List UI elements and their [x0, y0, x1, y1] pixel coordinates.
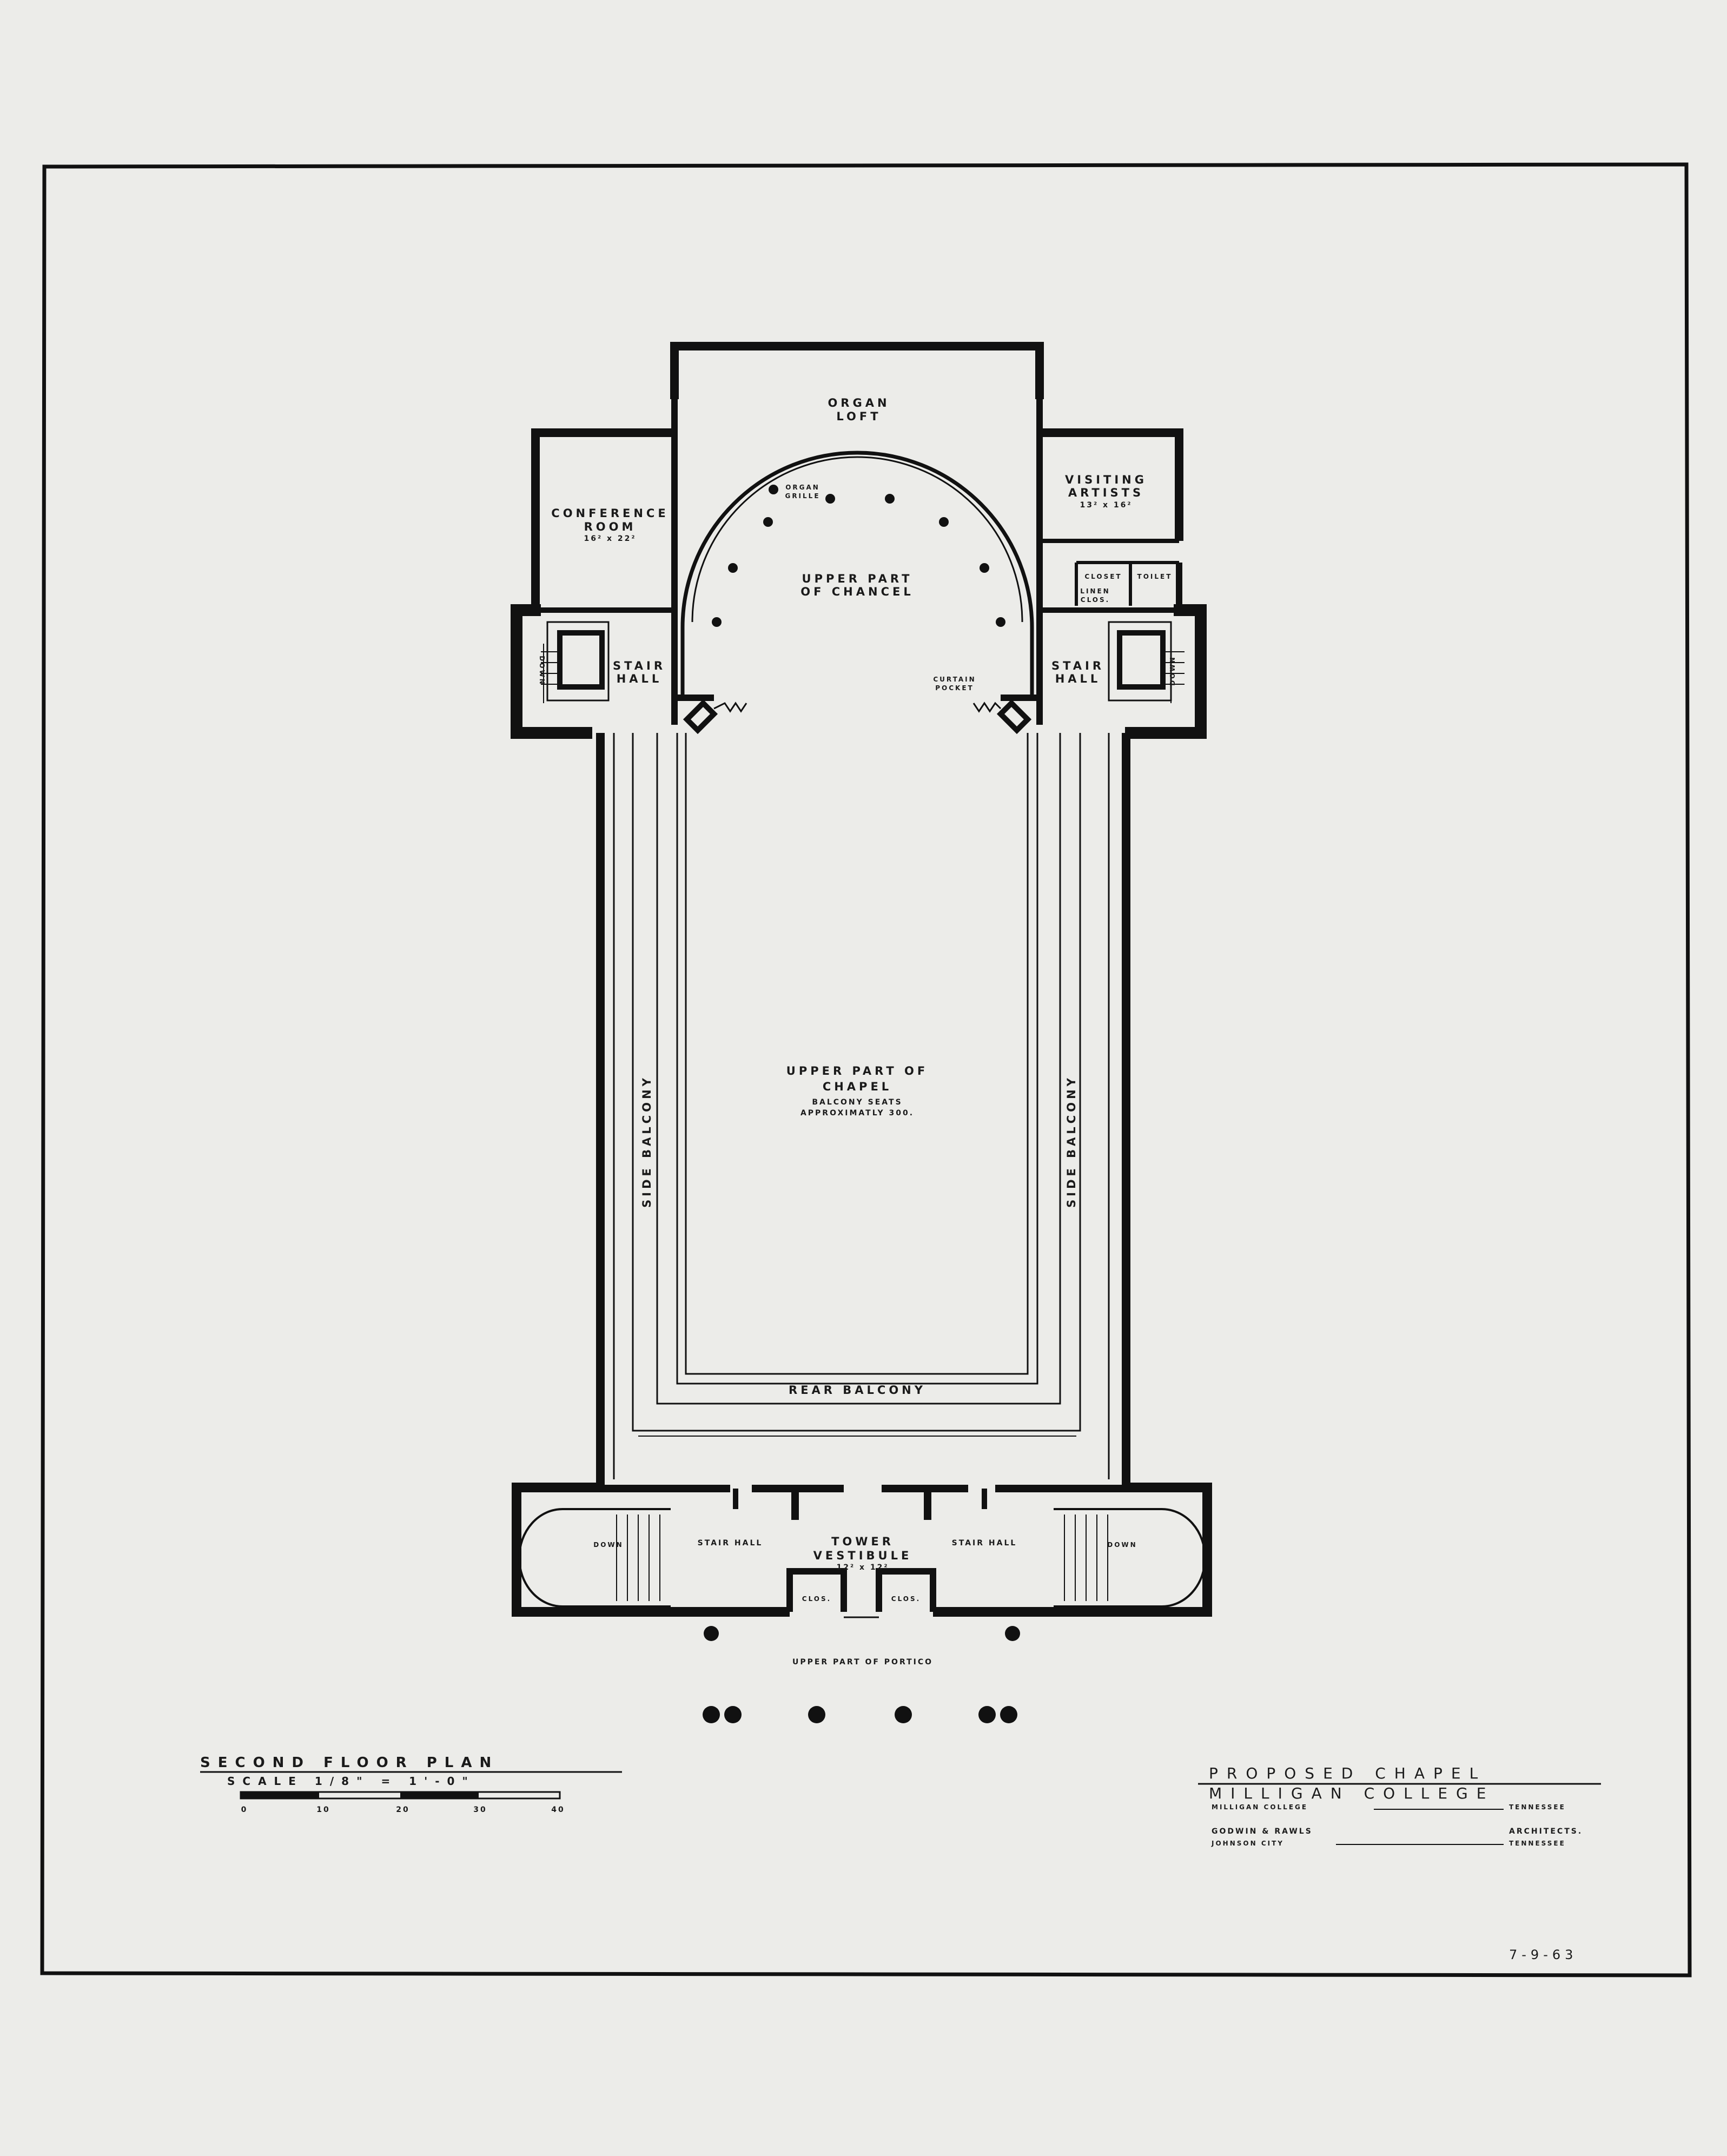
stair-hall-left-1: STAIR [613, 659, 666, 672]
organ-loft-label-1: ORGAN [828, 396, 890, 409]
scale-tick-40: 40 [551, 1806, 565, 1814]
client-location-right: TENNESSEE [1509, 1803, 1566, 1811]
down-right-upper: DOWN [1169, 656, 1176, 685]
project-title-block: PROPOSED CHAPEL MILLIGAN COLLEGE MILLIGA… [1198, 1764, 1601, 1847]
organ-grille-label-2: GRILLE [785, 492, 820, 500]
architects-location-left: JOHNSON CITY [1211, 1840, 1284, 1847]
organ-grille-label-1: ORGAN [785, 484, 820, 491]
stair-hall-left-2: HALL [617, 672, 663, 685]
visiting-label-2: ARTISTS [1068, 486, 1144, 499]
closet-label: CLOSET [1084, 573, 1122, 580]
stair-hall-right-2: HALL [1055, 672, 1101, 685]
scale-tick-30: 30 [473, 1806, 487, 1814]
chancel-label-2: OF CHANCEL [800, 585, 914, 598]
interior-walls [535, 346, 1179, 1520]
curtain-pocket-label-2: POCKET [935, 684, 974, 692]
tower-label-2: VESTIBULE [813, 1549, 912, 1562]
chapel-label-1: UPPER PART OF [786, 1064, 928, 1077]
down-left-upper: DOWN [538, 656, 546, 685]
client-location-left: MILLIGAN COLLEGE [1212, 1803, 1308, 1811]
balcony-seats-1: BALCONY SEATS [812, 1098, 902, 1107]
conference-label-1: CONFERENCE [551, 507, 669, 520]
stair-hall-front-right: STAIR HALL [952, 1539, 1017, 1547]
plan-title: SECOND FLOOR PLAN [200, 1755, 499, 1771]
stair-hall-right-1: STAIR [1051, 659, 1104, 672]
client-name: MILLIGAN COLLEGE [1209, 1784, 1494, 1802]
drawing-date: 7-9-63 [1509, 1947, 1577, 1962]
stair-treads [518, 644, 1206, 1608]
toilet-label: TOILET [1137, 573, 1173, 580]
down-front-left: DOWN [593, 1541, 623, 1549]
plan-title-block: SECOND FLOOR PLAN SCALE 1/8" = 1'-0" 0 1… [200, 1755, 622, 1814]
scale-bar [240, 1791, 561, 1800]
linen-label-1: LINEN [1080, 587, 1110, 595]
conference-dims: 16² x 22² [584, 534, 636, 543]
chancel-label-1: UPPER PART [802, 572, 913, 585]
architects-right: ARCHITECTS. [1509, 1827, 1583, 1836]
organ-loft-label-2: LOFT [836, 410, 881, 423]
balcony-seats-2: APPROXIMATLY 300. [800, 1109, 914, 1117]
conference-label-2: ROOM [584, 520, 637, 533]
visiting-dims: 13² x 16² [1080, 501, 1132, 510]
room-labels: ORGAN LOFT CONFERENCE ROOM 16² x 22² VIS… [538, 396, 1176, 1666]
portico-label: UPPER PART OF PORTICO [792, 1658, 933, 1666]
clos-right: CLOS. [891, 1595, 921, 1603]
sheet-border [40, 162, 1692, 1978]
tower-label-1: TOWER [831, 1535, 894, 1548]
down-front-right: DOWN [1107, 1541, 1137, 1549]
tower-dims: 12² x 12² [836, 1563, 889, 1572]
project-name: PROPOSED CHAPEL [1209, 1764, 1486, 1782]
chapel-label-2: CHAPEL [823, 1080, 892, 1093]
architects-location-right: TENNESSEE [1509, 1840, 1566, 1847]
rear-balcony-label: REAR BALCONY [789, 1384, 926, 1397]
curtain-pocket-label-1: CURTAIN [933, 676, 976, 683]
stair-hall-front-left: STAIR HALL [698, 1539, 763, 1547]
clos-left: CLOS. [802, 1595, 831, 1603]
visiting-label-1: VISITING [1065, 473, 1147, 486]
chancel-and-nave [613, 451, 1110, 1479]
scale-text: SCALE 1/8" = 1'-0" [227, 1775, 475, 1788]
linen-label-2: CLOS. [1081, 596, 1110, 604]
scale-tick-0: 0 [241, 1806, 248, 1814]
side-balcony-left: SIDE BALCONY [640, 1075, 653, 1208]
architects-left: GODWIN & RAWLS [1212, 1827, 1313, 1836]
columns [703, 485, 1020, 1723]
side-balcony-right: SIDE BALCONY [1065, 1075, 1078, 1208]
scale-tick-20: 20 [396, 1806, 409, 1814]
scale-tick-10: 10 [316, 1806, 330, 1814]
